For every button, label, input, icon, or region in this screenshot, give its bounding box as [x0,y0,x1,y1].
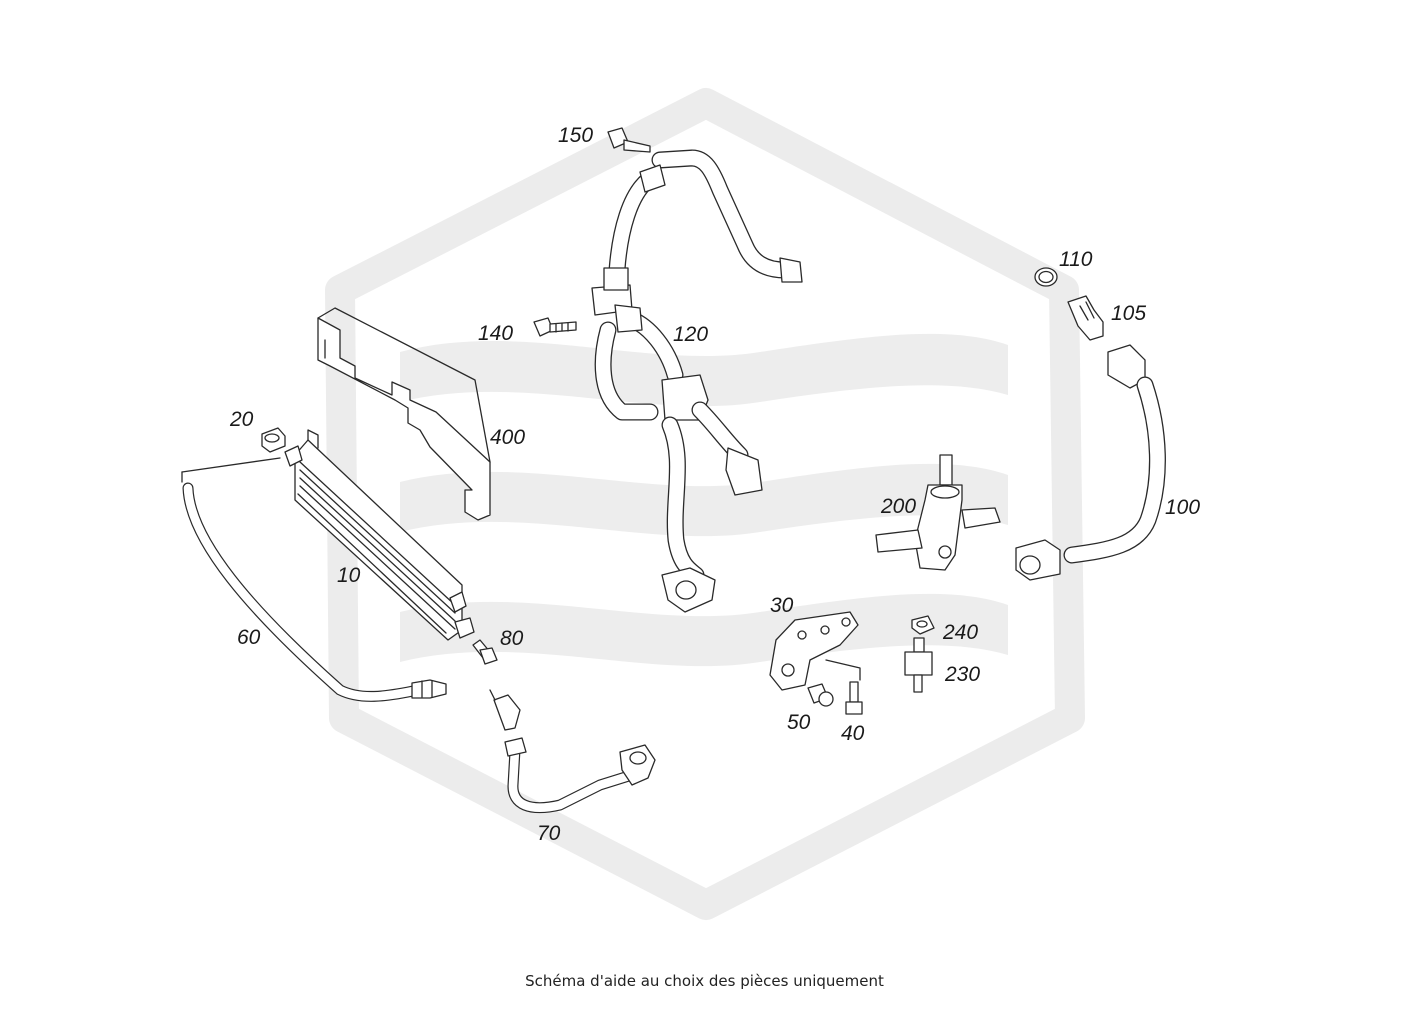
part-40-stud[interactable] [845,681,863,715]
label-100: 100 [1165,496,1200,519]
label-240: 240 [942,621,978,644]
part-100-hose[interactable] [1015,344,1166,581]
label-70: 70 [537,822,561,845]
label-20: 20 [229,408,254,431]
part-10-cooler[interactable] [284,429,475,641]
label-140: 140 [478,322,513,345]
label-110: 110 [1059,248,1093,271]
label-120: 120 [673,323,708,346]
part-200-thermostat[interactable] [875,454,1001,571]
part-50-bolt[interactable] [807,683,834,707]
watermark-logo [325,88,1085,920]
part-70-pipe[interactable] [489,689,656,814]
part-240-nut[interactable] [911,615,935,635]
part-105-fitting[interactable] [1067,295,1104,341]
label-105: 105 [1111,302,1146,325]
label-10: 10 [337,564,361,587]
part-120-hose[interactable] [591,149,803,613]
part-60-pipe[interactable] [181,457,447,702]
part-20-mount[interactable] [261,427,286,453]
diagram-caption: Schéma d'aide au choix des pièces unique… [525,972,884,990]
part-30-bracket[interactable] [769,611,861,691]
part-150-bolt[interactable] [607,127,651,153]
label-400: 400 [490,426,525,449]
label-60: 60 [237,626,261,649]
label-30: 30 [770,594,794,617]
label-150: 150 [558,124,593,147]
part-400-deflector[interactable] [317,307,491,521]
part-80-bolt[interactable] [472,639,498,665]
label-50: 50 [787,711,811,734]
part-labels: 150 110 105 140 120 20 400 200 100 10 30… [229,124,1200,845]
part-110-oring[interactable] [1034,267,1058,287]
part-140-bolt[interactable] [533,317,577,337]
label-40: 40 [841,722,865,745]
label-80: 80 [500,627,524,650]
label-200: 200 [880,495,916,518]
label-230: 230 [944,663,980,686]
part-230-mount[interactable] [904,637,933,693]
